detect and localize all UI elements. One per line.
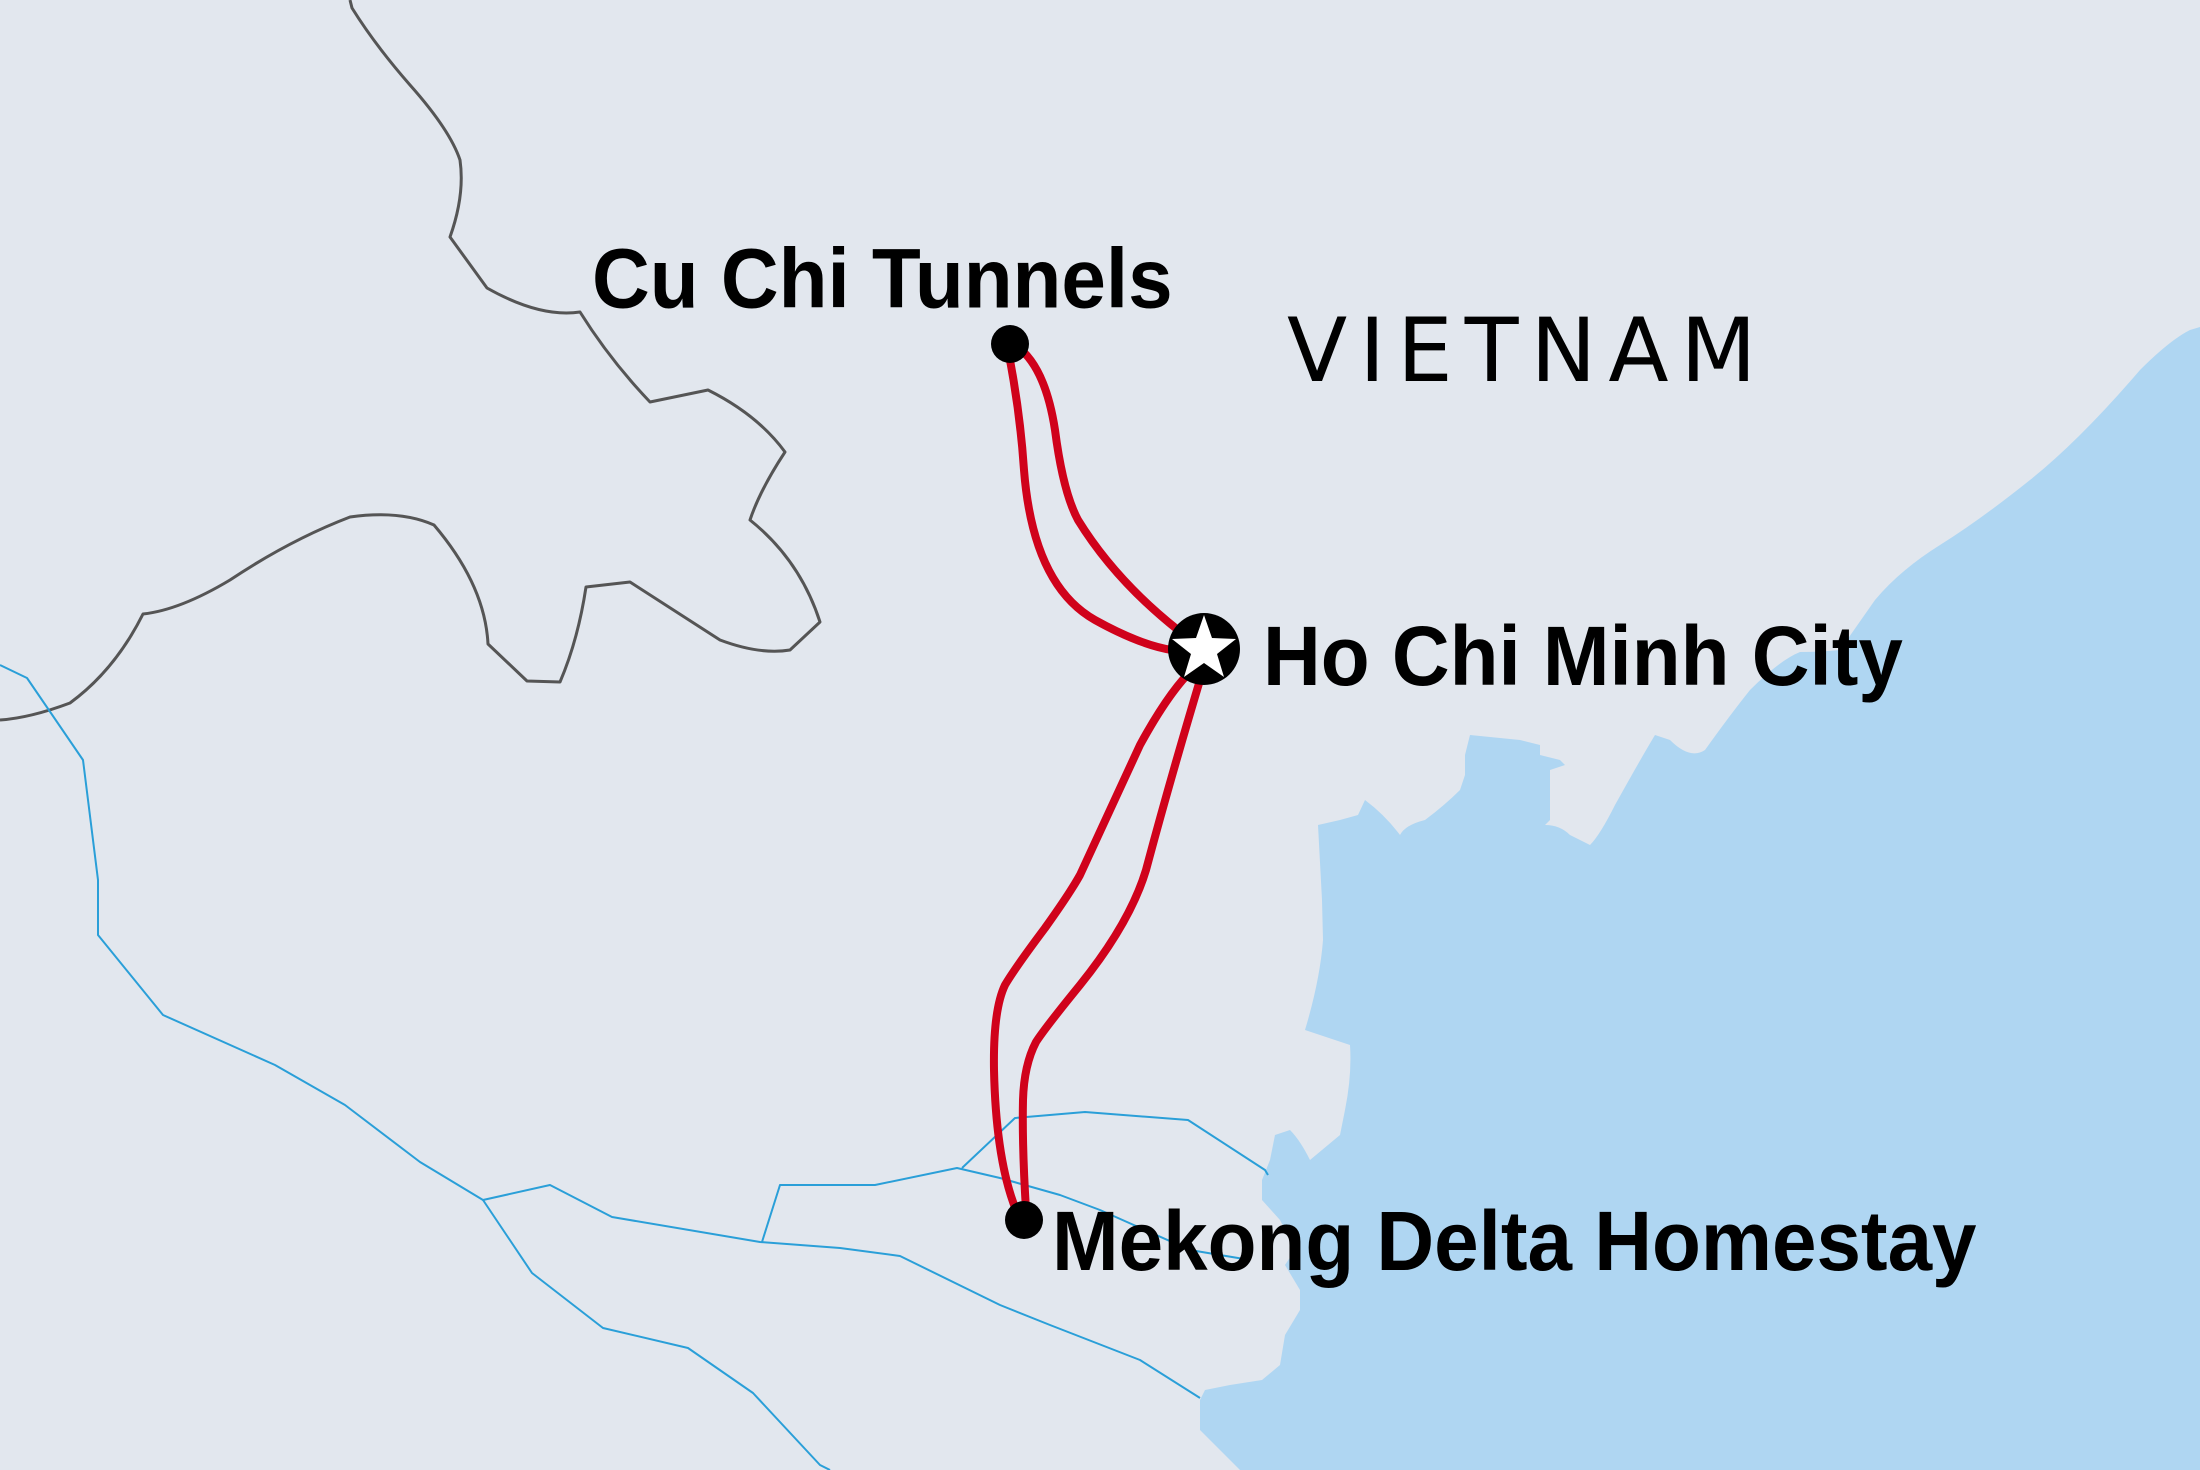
ho-chi-minh-city-marker[interactable] xyxy=(1168,613,1240,685)
river-branch-east xyxy=(961,1111,1269,1176)
river-branch-north xyxy=(761,1167,1251,1261)
river-branch-south xyxy=(482,1199,831,1470)
route-hcmc-to-cu-chi xyxy=(1011,341,1182,634)
sea-area xyxy=(1200,327,2200,1470)
cu-chi-tunnels-marker[interactable] xyxy=(991,325,1029,363)
mekong-delta-homestay-label: Mekong Delta Homestay xyxy=(1052,1194,1977,1289)
province-border-north xyxy=(0,0,822,722)
country-label: VIETNAM xyxy=(1287,299,1768,402)
borders xyxy=(0,0,822,722)
routes xyxy=(989,341,1207,1214)
rivers xyxy=(0,664,1269,1470)
star-icon xyxy=(1172,615,1236,677)
markers xyxy=(991,325,1240,1239)
route-mekong-to-hcmc xyxy=(1018,666,1207,1214)
mekong-delta-homestay-marker[interactable] xyxy=(1005,1201,1043,1239)
cu-chi-tunnels-label: Cu Chi Tunnels xyxy=(592,231,1173,326)
route-hcmc-to-mekong xyxy=(989,663,1199,1214)
ho-chi-minh-city-label: Ho Chi Minh City xyxy=(1263,609,1903,704)
route-cu-chi-to-hcmc xyxy=(1004,346,1176,654)
